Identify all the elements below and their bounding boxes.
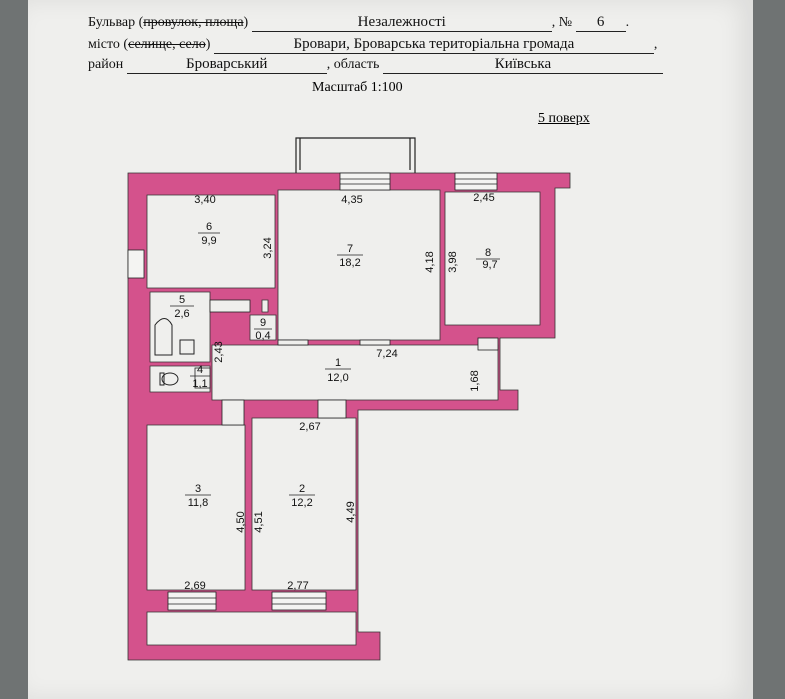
doors [194, 299, 499, 426]
street-type: Бульвар [88, 15, 136, 30]
dim-r6-height: 3,24 [262, 237, 274, 258]
dim-r8-height: 3,98 [447, 251, 459, 272]
room-7-number: 7 [347, 243, 353, 255]
region-name: Київська [382, 56, 663, 74]
dim-r8-width: 2,45 [473, 192, 494, 204]
floor-label: 5 поверх [538, 111, 590, 126]
dim-r7-height: 4,18 [424, 251, 436, 272]
dimension-labels: 3,40 4,35 2,45 7,24 2,67 2,69 2,77 3,24 … [184, 192, 494, 592]
room-7-area: 18,2 [339, 257, 360, 269]
room-4-area: 1,1 [192, 378, 207, 390]
dim-r2-height-right: 4,49 [345, 501, 357, 522]
room-8-area: 9,7 [482, 259, 497, 271]
dim-r3-height: 4,50 [235, 511, 247, 532]
room-1-number: 1 [335, 357, 341, 369]
room-8-number: 8 [485, 247, 491, 259]
room-3-number: 3 [195, 483, 201, 495]
dim-r7-width: 4,35 [341, 194, 362, 206]
room-4-number: 4 [197, 364, 203, 376]
room-6-number: 6 [206, 221, 212, 233]
dim-r1-width: 7,24 [376, 348, 397, 360]
sink-icon [179, 339, 195, 355]
sanitary-fixtures [154, 318, 195, 386]
room-6-area: 9,9 [201, 235, 216, 247]
room-2-number: 2 [299, 483, 305, 495]
room-2-area: 12,2 [291, 497, 312, 509]
dim-r2-width-bottom: 2,77 [287, 580, 308, 592]
scale-label: Масштаб 1:100 [312, 80, 403, 95]
district-name: Броварський [126, 56, 327, 74]
room-5-area: 2,6 [174, 308, 189, 320]
dim-r1-right: 1,68 [469, 370, 481, 391]
street-name: Незалежності [251, 14, 552, 32]
windows [127, 172, 498, 611]
room-3-area: 11,8 [188, 497, 209, 509]
room-1-area: 12,0 [327, 372, 348, 384]
building-number: 6 [575, 14, 626, 32]
number-label: № [558, 15, 573, 30]
toilet-icon [161, 372, 179, 386]
district-line: район Броварський, область Київська [88, 56, 663, 74]
dim-r3-width: 2,69 [184, 580, 205, 592]
city-line: місто (селище, село) Бровари, Броварська… [88, 36, 658, 54]
walls [127, 172, 571, 661]
city-type: місто [88, 37, 120, 52]
district-label: район [88, 57, 124, 72]
dim-r1-left: 2,43 [213, 341, 225, 362]
dim-r6-width: 3,40 [194, 194, 215, 206]
dim-r2-height-left: 4,51 [253, 511, 265, 532]
room-9-area: 0,4 [255, 330, 270, 342]
room-9-number: 9 [260, 317, 266, 329]
dim-r2-width-top: 2,67 [299, 421, 320, 433]
room-5-number: 5 [179, 294, 185, 306]
street-line: Бульвар (провулок, площа) Незалежності, … [88, 14, 630, 32]
balcony [295, 137, 416, 173]
bathtub-icon [154, 318, 173, 356]
city-name: Бровари, Броварська територіальна громад… [213, 36, 654, 54]
street-type-struck: провулок, площа [143, 15, 244, 30]
region-label: область [333, 57, 380, 72]
city-type-struck: селище, село [128, 37, 206, 52]
room-labels: 6 9,9 7 18,2 8 9,7 5 2,6 9 0,4 4 1,1 1 1… [170, 221, 500, 509]
